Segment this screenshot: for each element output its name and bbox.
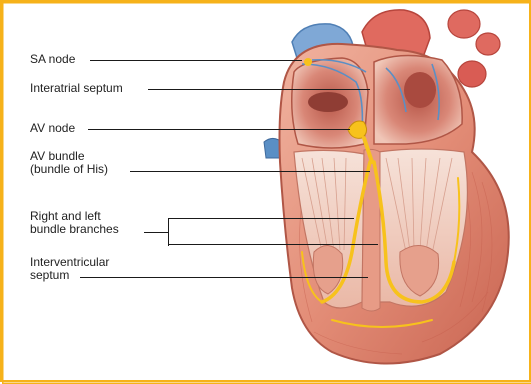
bundle-branches-leader-lower <box>168 244 378 245</box>
av-node-label: AV node <box>30 122 75 135</box>
interventricular-septum-label: Interventricular septum <box>30 256 109 282</box>
bundle-branches-leader-upper <box>168 218 354 219</box>
bundle-branches-leader <box>144 232 168 233</box>
aorta-branch-1 <box>448 10 480 38</box>
aorta-branch-3 <box>458 61 486 87</box>
interventricular-septum-leader <box>80 277 368 278</box>
ventricles <box>294 149 467 311</box>
aorta-branch-2 <box>476 33 500 55</box>
av-bundle-label: AV bundle (bundle of His) <box>30 150 108 176</box>
av-bundle-leader <box>130 171 370 172</box>
sa-node-label: SA node <box>30 53 75 66</box>
bundle-branches-label: Right and left bundle branches <box>30 210 119 236</box>
sa-node-leader <box>90 60 302 61</box>
atria <box>292 55 462 148</box>
left-atrium-opening <box>404 72 436 108</box>
sa-node-dot <box>304 58 312 66</box>
right-atrium-opening <box>308 92 348 112</box>
bundle-branches-bracket <box>168 218 169 246</box>
interatrial-septum-label: Interatrial septum <box>30 82 123 95</box>
interatrial-septum-leader <box>148 89 370 90</box>
av-node-leader <box>88 129 350 130</box>
